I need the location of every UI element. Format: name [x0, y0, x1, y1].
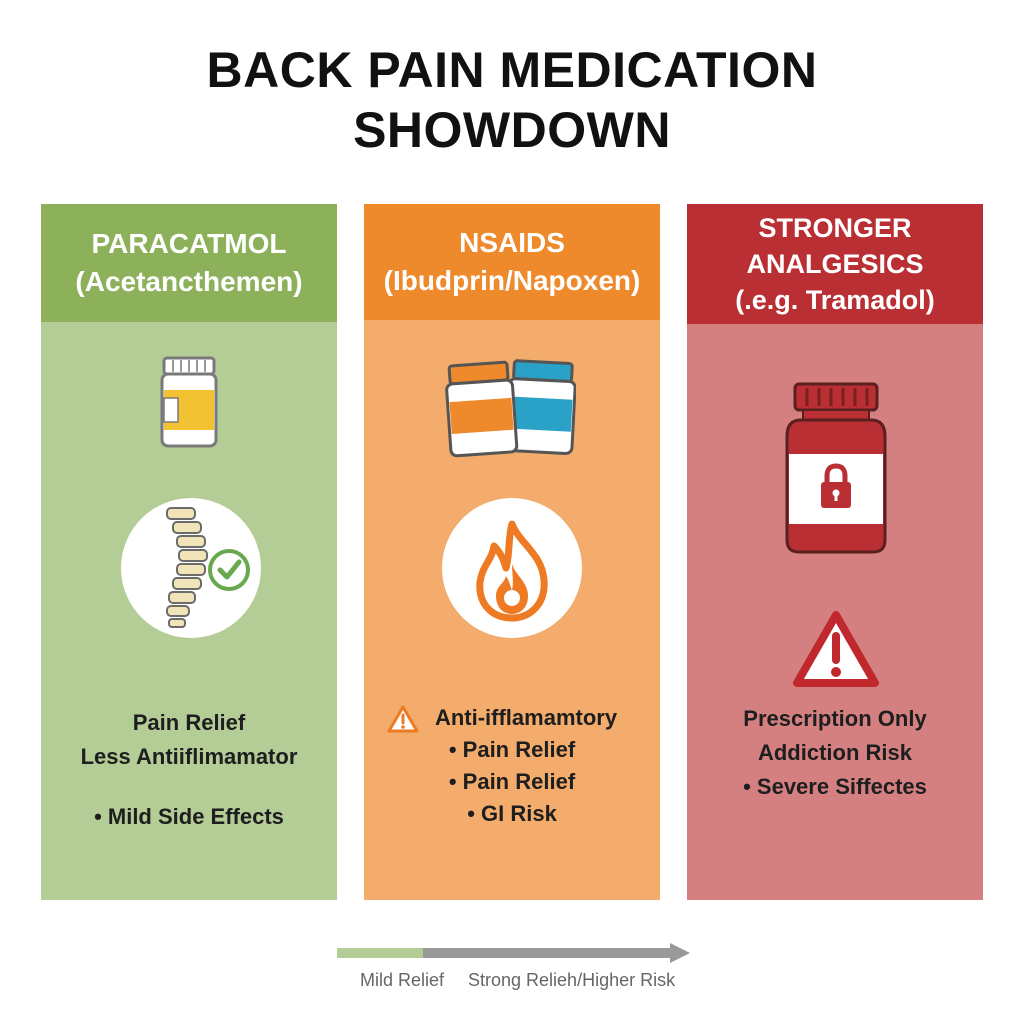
- title-line-1: BACK PAIN MEDICATION: [206, 42, 818, 98]
- header-name-2: ANALGESICS: [746, 249, 924, 279]
- bullet-1: Prescription Only: [743, 706, 927, 731]
- panel-paracetamol: PARACATMOL (Acetancthemen): [41, 204, 337, 900]
- header-sub: (.e.g. Tramadol): [735, 285, 935, 315]
- bullet-2: Addiction Risk: [757, 740, 912, 765]
- header-name-1: STRONGER: [758, 213, 912, 243]
- bullet-2: Less Antiiflimamator: [80, 744, 298, 769]
- title-line-2: SHOWDOWN: [353, 102, 671, 158]
- panel-nsaids-header: NSAIDS (Ibudprin/Napoxen): [364, 204, 660, 320]
- panel-paracetamol-header: PARACATMOL (Acetancthemen): [41, 204, 337, 322]
- header-name: PARACATMOL: [91, 228, 287, 259]
- panel-stronger-analgesics-body: Prescription Only Addiction Risk • Sever…: [687, 324, 983, 900]
- panel-stronger-analgesics-header: STRONGER ANALGESICS (.e.g. Tramadol): [687, 204, 983, 324]
- bullet-3: • Pain Relief: [448, 769, 576, 794]
- panel-stronger-analgesics-bullets: Prescription Only Addiction Risk • Sever…: [687, 702, 983, 804]
- locked-bottle-icon: [785, 382, 887, 554]
- header-sub: (Acetancthemen): [75, 266, 303, 297]
- bullet-3: • Mild Side Effects: [94, 804, 284, 829]
- scale-bar-strong: [423, 948, 673, 958]
- bullet-3: • Severe Siffectes: [743, 774, 927, 799]
- pill-bottle-icon: [160, 356, 218, 448]
- bullet-4: • GI Risk: [467, 801, 557, 826]
- warning-icon: [387, 705, 419, 733]
- header-sub: (Ibudprin/Napoxen): [383, 265, 641, 296]
- bullet-1: Pain Relief: [132, 710, 246, 735]
- warning-icon: [793, 611, 879, 687]
- spine-check-icon: [166, 507, 250, 628]
- panel-stronger-analgesics: STRONGER ANALGESICS (.e.g. Tramadol): [687, 204, 983, 900]
- panel-nsaids: NSAIDS (Ibudprin/Napoxen): [364, 204, 660, 900]
- scale-bar-mild: [337, 948, 423, 958]
- arrow-right-icon: [670, 943, 690, 963]
- panel-paracetamol-body: Pain Relief Less Antiiflimamator • Mild …: [41, 322, 337, 900]
- header-name: NSAIDS: [459, 227, 565, 258]
- scale-mild-label: Mild Relief: [360, 970, 445, 990]
- bullet-2: • Pain Relief: [448, 737, 576, 762]
- panel-paracetamol-bullets: Pain Relief Less Antiiflimamator • Mild …: [41, 706, 337, 834]
- flame-icon: [476, 520, 548, 622]
- panel-nsaids-bullets: Anti-ifflamamtory • Pain Relief • Pain R…: [364, 702, 660, 830]
- pill-bottles-icon: [445, 359, 576, 458]
- page-title: BACK PAIN MEDICATION SHOWDOWN: [0, 40, 1024, 160]
- bullet-1: Anti-ifflamamtory: [434, 705, 618, 730]
- scale-strong-label: Strong Relieh/Higher Risk: [468, 970, 676, 990]
- panel-nsaids-body: Anti-ifflamamtory • Pain Relief • Pain R…: [364, 320, 660, 900]
